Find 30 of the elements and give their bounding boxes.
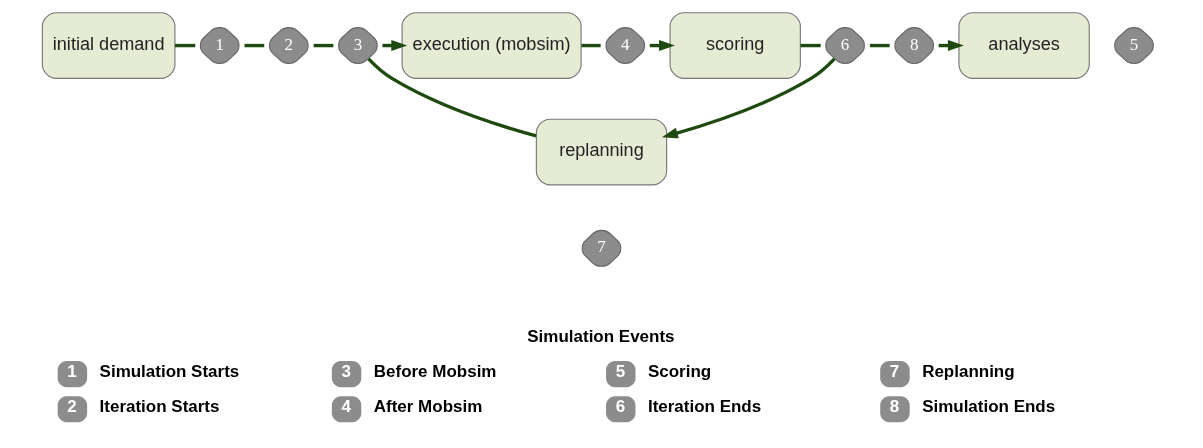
- label: Replanning: [922, 361, 1015, 381]
- arrow: [661, 57, 836, 139]
- label: 2: [67, 397, 77, 417]
- node-box: analyses: [958, 12, 1090, 79]
- connector: [869, 43, 890, 48]
- label: 3: [341, 361, 351, 381]
- label: Simulation Starts: [99, 361, 240, 381]
- node-box: scoring: [669, 12, 801, 79]
- connector: [581, 43, 601, 48]
- label: After Mobsim: [373, 397, 483, 417]
- connector: [313, 43, 334, 48]
- node-box: execution (mobsim): [401, 12, 582, 79]
- label: Before Mobsim: [373, 361, 497, 381]
- label: Simulation Events: [527, 326, 675, 346]
- connector: [175, 43, 196, 48]
- label: 4: [341, 397, 351, 417]
- label: Scoring: [647, 361, 712, 381]
- label: 8: [889, 397, 900, 417]
- connector: [367, 57, 537, 138]
- label: Iteration Ends: [647, 397, 762, 417]
- label: 1: [67, 361, 77, 381]
- connector: [800, 43, 821, 48]
- label: Simulation Ends: [922, 397, 1056, 417]
- node-box: initial demand: [41, 12, 176, 79]
- label: 7: [889, 361, 900, 381]
- connector: [244, 43, 265, 48]
- label: 6: [615, 397, 626, 417]
- label: Iteration Starts: [99, 397, 220, 417]
- node-box: replanning: [535, 118, 668, 186]
- label: 5: [615, 361, 626, 381]
